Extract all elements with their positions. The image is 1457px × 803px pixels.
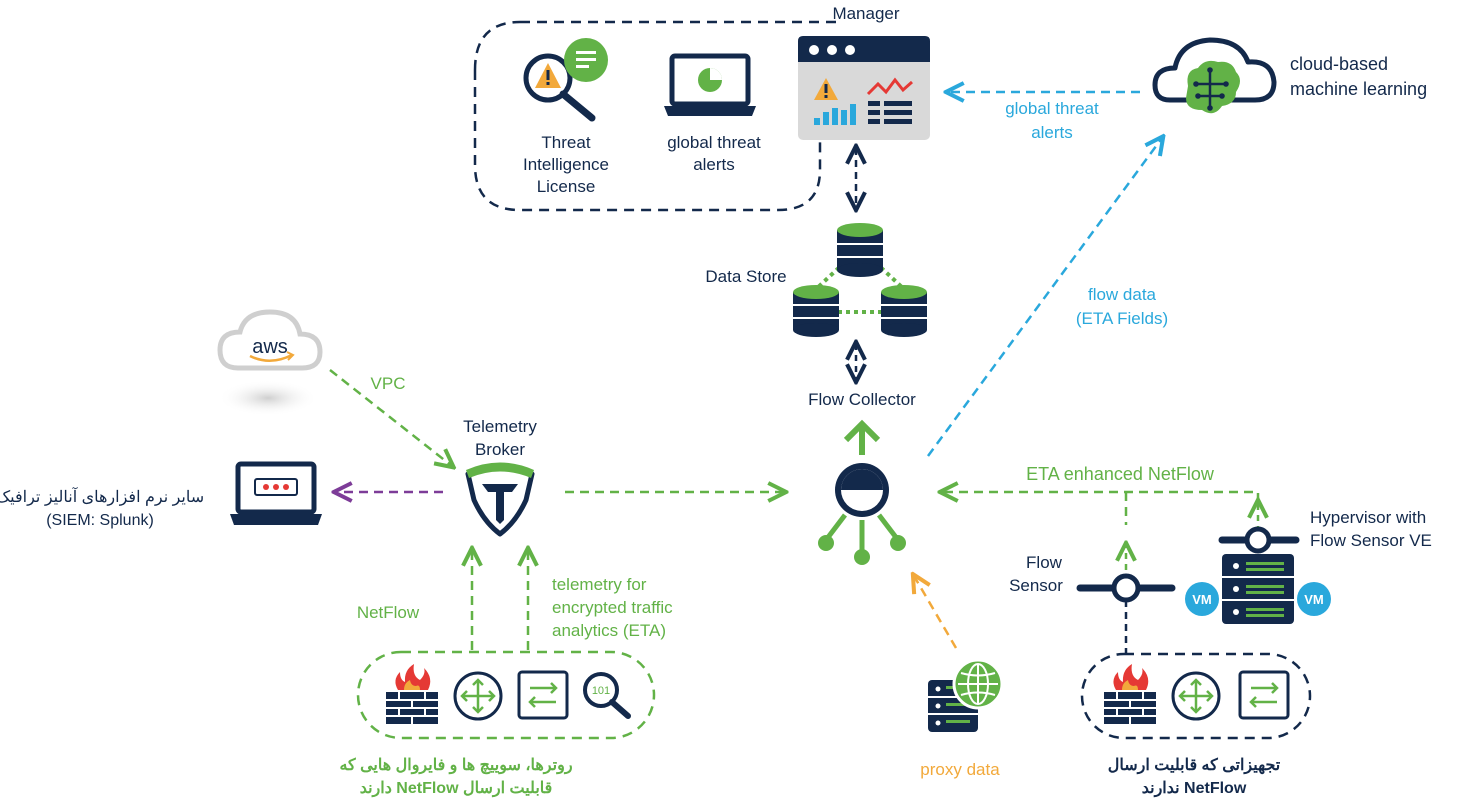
arrow-flow-data-to-cloud [926,138,1162,457]
routers-caption-2: قابلیت ارسال NetFlow دارند [360,780,553,798]
vm-badge-left: VM [1192,592,1212,607]
arrow-vpc [329,369,452,466]
threat-intel-group-border [473,20,840,212]
global-alerts-left-2: alerts [693,155,735,174]
router-icon-right [1171,671,1221,721]
data-store-label: Data Store [705,267,786,286]
global-alerts-right-2: alerts [1031,123,1073,142]
switch-icon [517,670,569,720]
cloud-ml-label-1: cloud-based [1290,54,1388,74]
hypervisor-server-icon: VM VM [1185,502,1331,624]
cloud-ml-label-2: machine learning [1290,79,1427,99]
hypervisor-label-2: Flow Sensor VE [1310,531,1432,550]
firewall-icon-right [1104,664,1156,724]
netflow-label: NetFlow [357,603,420,622]
flow-sensor-label-1: Flow [1026,553,1063,572]
no-netflow-caption-2: NetFlow ندارند [1142,780,1247,798]
firewall-icon [386,664,438,724]
manager-label: Manager [832,4,899,23]
binary-search-icon: 101 [583,672,631,719]
proxy-data-label: proxy data [920,760,1000,779]
flow-sensor-icon [1076,545,1176,603]
arrow-proxy [914,576,958,649]
threat-intel-magnifier-icon [523,53,596,122]
routers-caption-1: روترها، سوییچ ها و فایروال هایی که [339,757,572,775]
threat-intel-label-1: Threat [541,133,590,152]
laptop-chart-icon [664,53,756,116]
threat-intel-label-2: Intelligence [523,155,609,174]
aws-label: aws [252,336,288,358]
cloud-brain-icon [1152,37,1277,114]
global-alerts-right-1: global threat [1005,99,1099,118]
global-alerts-left-1: global threat [667,133,761,152]
flow-sensor-label-2: Sensor [1009,576,1063,595]
binary-text: 101 [592,685,610,697]
flow-collector-hub-icon [818,463,906,565]
hypervisor-label-1: Hypervisor with [1310,508,1426,527]
telemetry-broker-label-1: Telemetry [463,417,537,436]
vpc-label: VPC [371,374,406,393]
proxy-server-globe-icon [928,658,1004,732]
no-netflow-caption-1: تجهیزاتی که قابلیت ارسال [1108,757,1281,775]
vm-badge-right: VM [1304,592,1324,607]
manager-dashboard-icon [798,36,930,140]
eta-netflow-label: ETA enhanced NetFlow [1026,464,1215,484]
laptop-alert-icon [230,461,322,525]
other-software-label-1: سایر نرم افزارهای آنالیز ترافیک [0,486,204,506]
database-icon [793,223,927,337]
threat-intel-label-3: License [537,177,596,196]
other-software-label-2: (SIEM: Splunk) [46,512,154,529]
flow-data-label-2: (ETA Fields) [1076,309,1168,328]
telemetry-eta-label-3: analytics (ETA) [552,621,666,640]
netflow-devices-group-border [356,650,656,740]
collector-up-arrow [843,419,881,455]
flow-collector-label: Flow Collector [808,390,916,409]
flow-data-label-1: flow data [1088,285,1157,304]
router-icon [453,671,503,721]
telemetry-eta-label-1: telemetry for [552,575,647,594]
telemetry-broker-shield-icon [465,462,535,537]
telemetry-broker-label-2: Broker [475,440,525,459]
telemetry-eta-label-2: encrypted traffic [552,598,673,617]
document-bubble-icon [564,38,608,82]
arrow-eta-netflow [942,492,1260,502]
no-netflow-group-border [1080,652,1312,740]
switch-icon-right [1238,670,1290,720]
aws-cloud-icon [217,309,323,416]
